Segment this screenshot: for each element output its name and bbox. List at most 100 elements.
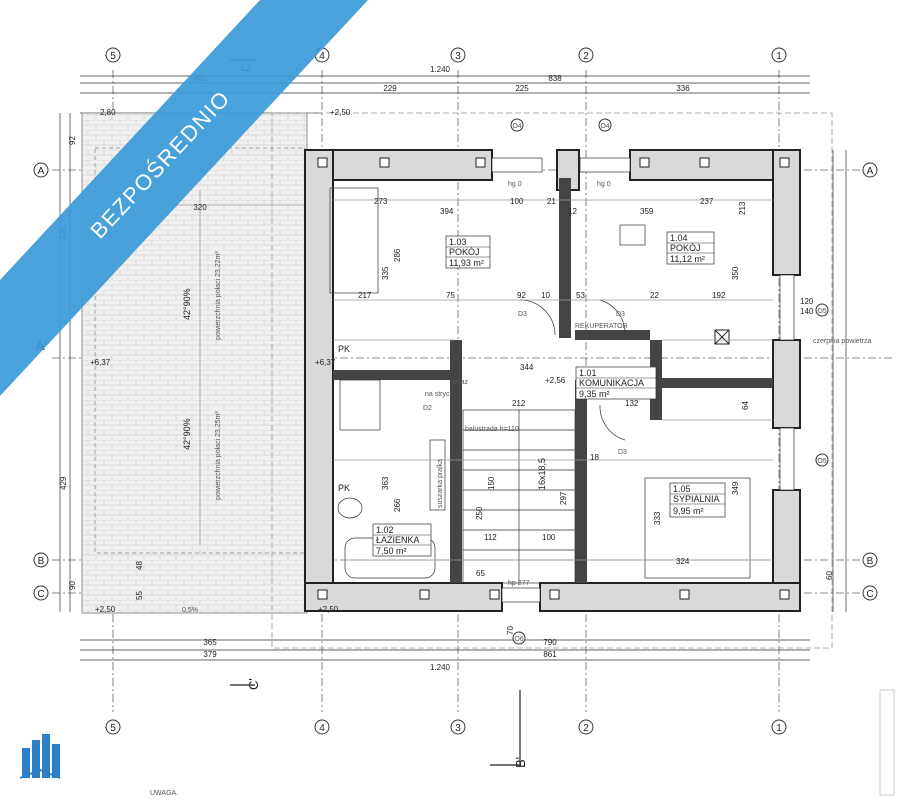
dim-48: 48: [135, 561, 144, 570]
inner-dim: 335: [381, 266, 390, 280]
axis-label: 2: [583, 723, 589, 734]
dim-229: 229: [383, 84, 397, 93]
inner-dim: 333: [653, 511, 662, 525]
dim-637-left: +6,37: [90, 358, 111, 367]
room-number: 1.01: [579, 368, 597, 378]
inner-dim: 140: [800, 307, 814, 316]
room-area: 9,95 m²: [673, 506, 704, 516]
dim-250-top: +2,50: [330, 108, 351, 117]
windows: [491, 157, 795, 603]
room-name: POKÓJ: [670, 243, 701, 253]
columns: [317, 157, 790, 600]
room-area: 7,50 m²: [376, 546, 407, 556]
inner-dim: 192: [712, 291, 726, 300]
inner-dim: 212: [512, 399, 526, 408]
dim-256: +2,56: [545, 376, 566, 385]
grid-axis-markers-bottom: 5 4 3 2 1: [105, 719, 787, 735]
axis-label: 3: [455, 723, 461, 734]
inner-dim: 120: [800, 297, 814, 306]
dim-637-right: +6,37: [315, 358, 336, 367]
inner-dim: 349: [731, 481, 740, 495]
section-mark-b-bottom: B': [513, 757, 528, 768]
inner-dim: 132: [625, 399, 639, 408]
room-name: ŁAZIENKA: [376, 535, 420, 545]
room-number: 1.03: [449, 237, 467, 247]
inner-dim: 350: [731, 266, 740, 280]
dim-320: 320: [193, 203, 207, 212]
axis-label: A: [867, 166, 874, 177]
interior-dimensions: 273 394 100 21 12 359 237 213 335 286 21…: [358, 197, 814, 635]
dim-55: 55: [135, 591, 144, 600]
axis-label: C: [866, 589, 873, 600]
axis-label: C: [37, 589, 44, 600]
label-rekuperator: REKUPERATOR: [575, 323, 628, 330]
dim-60: 60: [825, 571, 834, 580]
inner-dim: 92: [517, 291, 526, 300]
dim-250-bottom-right: +2,50: [318, 605, 339, 614]
inner-dim: 12: [568, 207, 577, 216]
room-area: 9,35 m²: [579, 389, 610, 399]
inner-dim: 64: [741, 401, 750, 410]
label-uwaga: UWAGA.: [150, 790, 178, 797]
interior-fixtures: [329, 187, 773, 584]
room-1-02: 1.02 ŁAZIENKA 7,50 m²: [372, 523, 432, 557]
inner-dim: 70: [506, 626, 515, 635]
room-1-03: 1.03 POKÓJ 11,93 m²: [445, 235, 491, 269]
inner-dim: 250: [475, 506, 484, 520]
label-slope-percent: 0,5%: [182, 607, 198, 614]
label-door-d2: D2: [423, 405, 432, 412]
label-door-d3: D3: [618, 449, 627, 456]
room-1-04: 1.04 POKÓJ 11,12 m²: [666, 231, 715, 265]
axis-label: 5: [110, 51, 116, 62]
inner-dim: 273: [374, 197, 388, 206]
window-code: O4: [600, 123, 609, 130]
label-balustrada: balustrada h=110: [465, 426, 519, 433]
axis-label: 1: [776, 51, 782, 62]
dim-280: 2,80: [100, 108, 116, 117]
inner-dim: 324: [676, 557, 690, 566]
inner-dim: 237: [700, 197, 714, 206]
dim-92: 92: [68, 136, 77, 145]
axis-label: B: [867, 556, 874, 567]
grid-axis-markers-side: A B C A B C A': [33, 162, 878, 601]
inner-dim: 394: [440, 207, 454, 216]
axis-label: 5: [110, 723, 116, 734]
inner-dim: 10: [541, 291, 550, 300]
inner-dim: 100: [542, 533, 556, 542]
dim-90: 90: [68, 581, 77, 590]
dim-225: 225: [515, 84, 529, 93]
dim-336: 336: [676, 84, 690, 93]
inner-dim: 266: [393, 498, 402, 512]
room-area: 11,93 m²: [449, 258, 484, 268]
inner-dim: 75: [446, 291, 455, 300]
label-hp: hg 0: [508, 181, 522, 188]
room-number: 1.05: [673, 484, 691, 494]
label-pk: PK: [338, 483, 350, 493]
inner-dim: 112: [484, 533, 497, 542]
label-powierzchnia-1: powierzchnia połaci 23,22m²: [215, 251, 222, 340]
room-name: SYPIALNIA: [673, 494, 720, 504]
window-codes: O4 O4 O5 O5 O6: [510, 118, 829, 645]
dim-365: 365: [203, 638, 217, 647]
inner-dim: 217: [358, 291, 372, 300]
label-powierzchnia-2: powierzchnia połaci 23,25m²: [215, 411, 222, 500]
label-czerpnia: czerpnia powietrza: [813, 338, 871, 345]
axis-label: 1: [776, 723, 782, 734]
room-number: 1.02: [376, 525, 394, 535]
inner-dim: 100: [510, 197, 524, 206]
label-wlaz: właz: [453, 379, 469, 386]
axis-label: 4: [319, 51, 325, 62]
axis-label: 2: [583, 51, 589, 62]
axis-label: B: [38, 556, 45, 567]
axis-label: 4: [319, 723, 325, 734]
label-pk: PK: [338, 344, 350, 354]
window-code: O4: [512, 123, 521, 130]
label-suszarka: suszarka pralka: [437, 459, 444, 508]
dim-861: 861: [543, 650, 557, 659]
inner-dim: 18: [590, 453, 599, 462]
inner-dim: 22: [650, 291, 659, 300]
room-number: 1.04: [670, 233, 688, 243]
annotations: REKUPERATOR PK PK właz na strych balustr…: [150, 181, 871, 797]
